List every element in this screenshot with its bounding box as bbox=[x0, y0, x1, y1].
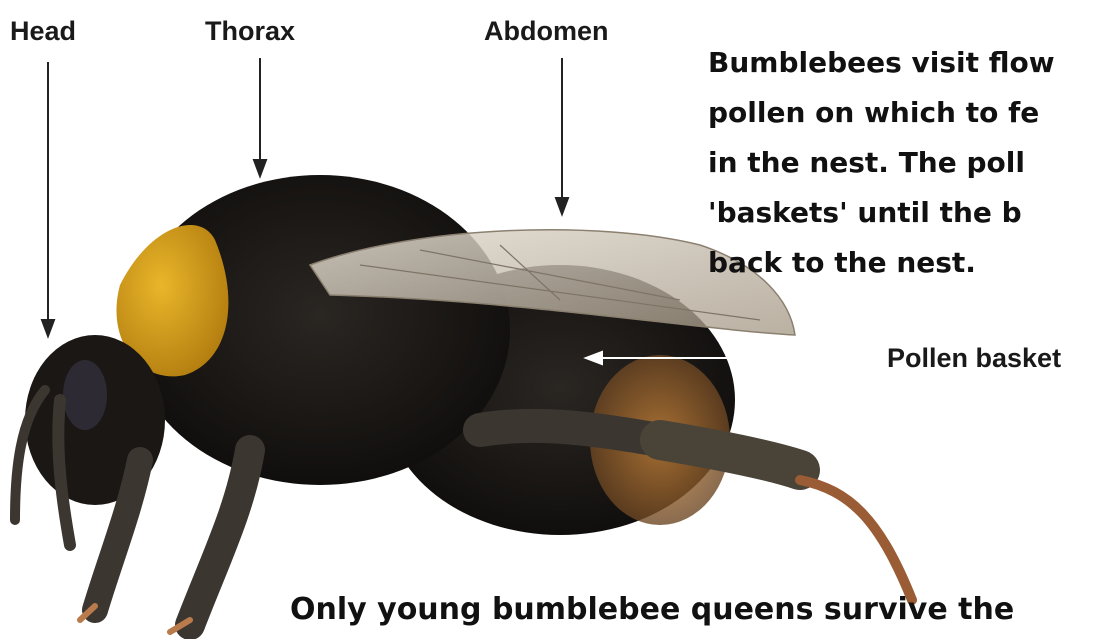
head-pointer bbox=[42, 62, 54, 336]
label-abdomen: Abdomen bbox=[484, 16, 609, 47]
footer-caption: Only young bumblebee queens survive the bbox=[290, 592, 1014, 627]
description-text: Bumblebees visit flow pollen on which to… bbox=[708, 38, 1055, 288]
label-head: Head bbox=[10, 16, 76, 47]
description-line: pollen on which to fe bbox=[708, 88, 1055, 138]
label-pollen-basket: Pollen basket bbox=[887, 343, 1061, 374]
abdomen-pointer bbox=[556, 58, 568, 214]
head-shape bbox=[15, 335, 165, 545]
label-thorax: Thorax bbox=[205, 16, 295, 47]
description-line: back to the nest. bbox=[708, 238, 1055, 288]
description-line: Bumblebees visit flow bbox=[708, 38, 1055, 88]
description-line: in the nest. The poll bbox=[708, 138, 1055, 188]
thorax-pointer bbox=[254, 58, 266, 176]
thorax-shape bbox=[116, 175, 510, 485]
description-line: 'baskets' until the b bbox=[708, 188, 1055, 238]
